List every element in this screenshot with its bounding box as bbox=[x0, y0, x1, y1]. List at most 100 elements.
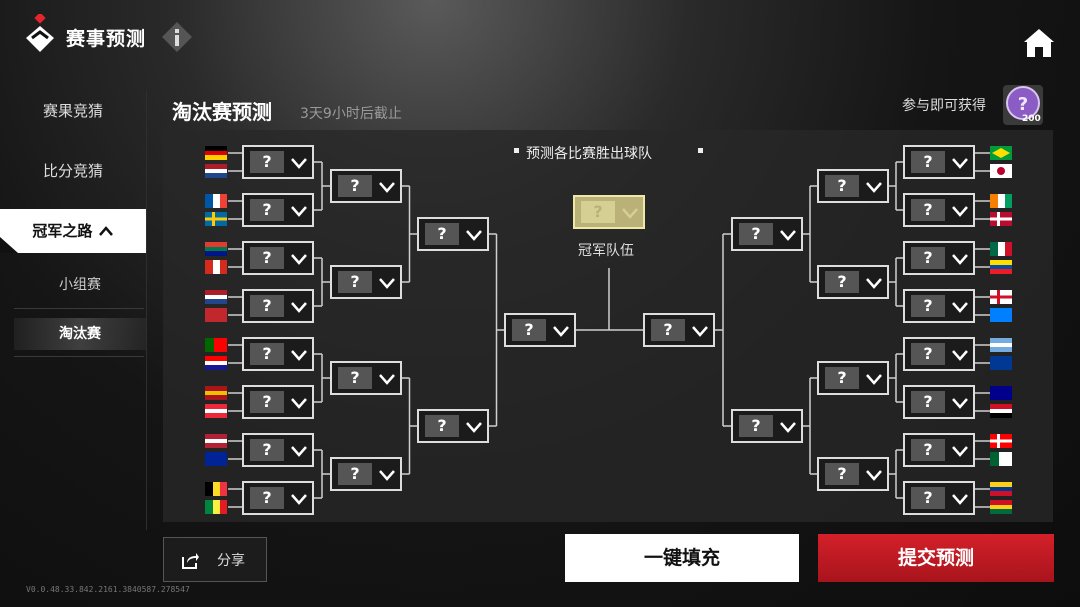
submit-prediction-button[interactable]: 提交预测 bbox=[818, 534, 1054, 582]
pick-qf-right-2[interactable]: ? bbox=[817, 265, 889, 299]
switzerland-flag bbox=[990, 434, 1012, 448]
placeholder-mark: ? bbox=[911, 391, 945, 413]
placeholder-mark: ? bbox=[911, 343, 945, 365]
chevron-down-icon bbox=[780, 230, 796, 241]
champion-label: 冠军队伍 bbox=[578, 243, 634, 259]
pick-qf-right-1[interactable]: ? bbox=[817, 169, 889, 203]
south-africa-flag bbox=[205, 242, 227, 256]
ecuador-flag bbox=[990, 260, 1012, 274]
pick-r16-right-4[interactable]: ? bbox=[903, 289, 975, 323]
sidebar-subitem-knockout[interactable]: 淘汰赛 bbox=[14, 318, 146, 350]
pick-r16-right-5[interactable]: ? bbox=[903, 337, 975, 371]
sidebar-item-score[interactable]: 比分竞猜 bbox=[42, 162, 103, 180]
sidebar-item-results[interactable]: 赛果竞猜 bbox=[42, 102, 103, 120]
bosnia-flag bbox=[205, 452, 227, 466]
chevron-down-icon bbox=[379, 470, 395, 481]
chevron-down-icon bbox=[291, 206, 307, 217]
chevron-down-icon bbox=[291, 302, 307, 313]
version-text: V0.0.48.33.842.2161.3840587.278547 bbox=[26, 585, 190, 594]
belgium-flag bbox=[205, 482, 227, 496]
sidebar-item-label: 冠军之路 bbox=[32, 222, 93, 240]
chevron-down-icon bbox=[291, 158, 307, 169]
sidebar-item-champion-road[interactable]: 冠军之路 bbox=[0, 209, 146, 253]
pick-sf-right-1[interactable]: ? bbox=[731, 217, 803, 251]
placeholder-mark: ? bbox=[250, 295, 284, 317]
chevron-down-icon bbox=[952, 398, 968, 409]
placeholder-mark: ? bbox=[651, 319, 685, 341]
ghana-flag bbox=[990, 500, 1012, 514]
pick-sf-left-1[interactable]: ? bbox=[417, 217, 489, 251]
pick-final-left[interactable]: ? bbox=[504, 313, 576, 347]
home-icon[interactable] bbox=[1022, 26, 1056, 60]
info-icon[interactable] bbox=[160, 20, 194, 54]
pick-r16-left-2[interactable]: ? bbox=[242, 193, 314, 227]
placeholder-mark: ? bbox=[250, 391, 284, 413]
pick-r16-left-6[interactable]: ? bbox=[242, 385, 314, 419]
pick-sf-right-2[interactable]: ? bbox=[731, 409, 803, 443]
pick-r16-right-8[interactable]: ? bbox=[903, 481, 975, 515]
france-flag bbox=[205, 194, 227, 208]
placeholder-mark: ? bbox=[581, 201, 615, 223]
pick-qf-left-4[interactable]: ? bbox=[330, 457, 402, 491]
pick-r16-right-3[interactable]: ? bbox=[903, 241, 975, 275]
norway-flag bbox=[990, 212, 1012, 226]
pick-qf-left-2[interactable]: ? bbox=[330, 265, 402, 299]
placeholder-mark: ? bbox=[911, 487, 945, 509]
pick-r16-left-7[interactable]: ? bbox=[242, 433, 314, 467]
pick-sf-left-2[interactable]: ? bbox=[417, 409, 489, 443]
active-corner-icon bbox=[0, 237, 18, 253]
netherlands-flag bbox=[205, 164, 227, 178]
sidebar-subitem-group-stage[interactable]: 小组赛 bbox=[59, 277, 101, 293]
pick-r16-right-6[interactable]: ? bbox=[903, 385, 975, 419]
chevron-down-icon bbox=[622, 208, 638, 219]
pick-r16-right-1[interactable]: ? bbox=[903, 145, 975, 179]
placeholder-mark: ? bbox=[825, 271, 859, 293]
pick-qf-left-1[interactable]: ? bbox=[330, 169, 402, 203]
bullet-icon bbox=[698, 148, 703, 153]
placeholder-mark: ? bbox=[825, 175, 859, 197]
svg-text:?: ? bbox=[1018, 94, 1028, 115]
spain-flag bbox=[205, 386, 227, 400]
portugal-flag bbox=[205, 338, 227, 352]
argentina-flag bbox=[990, 338, 1012, 352]
share-button[interactable] bbox=[163, 537, 267, 582]
england-flag bbox=[990, 290, 1012, 304]
pick-r16-right-2[interactable]: ? bbox=[903, 193, 975, 227]
chevron-down-icon bbox=[952, 254, 968, 265]
placeholder-mark: ? bbox=[338, 271, 372, 293]
pick-r16-left-4[interactable]: ? bbox=[242, 289, 314, 323]
pick-r16-left-3[interactable]: ? bbox=[242, 241, 314, 275]
pick-r16-left-1[interactable]: ? bbox=[242, 145, 314, 179]
usa-flag bbox=[205, 434, 227, 448]
placeholder-mark: ? bbox=[425, 223, 459, 245]
chevron-down-icon bbox=[291, 494, 307, 505]
germany-flag bbox=[205, 146, 227, 160]
pick-r16-left-8[interactable]: ? bbox=[242, 481, 314, 515]
reward-count: 200 bbox=[1022, 114, 1041, 124]
placeholder-mark: ? bbox=[911, 199, 945, 221]
pick-champion[interactable]: ? bbox=[573, 195, 645, 229]
chevron-down-icon bbox=[553, 326, 569, 337]
chevron-down-icon bbox=[866, 470, 882, 481]
australia-flag bbox=[990, 386, 1012, 400]
cape-verde-flag bbox=[990, 356, 1012, 370]
algeria-flag bbox=[990, 452, 1012, 466]
pick-r16-left-5[interactable]: ? bbox=[242, 337, 314, 371]
chevron-down-icon bbox=[379, 278, 395, 289]
pick-qf-right-3[interactable]: ? bbox=[817, 361, 889, 395]
placeholder-mark: ? bbox=[739, 223, 773, 245]
app-logo-icon bbox=[26, 14, 54, 52]
pick-final-right[interactable]: ? bbox=[643, 313, 715, 347]
placeholder-mark: ? bbox=[250, 439, 284, 461]
pick-r16-right-7[interactable]: ? bbox=[903, 433, 975, 467]
chevron-down-icon bbox=[692, 326, 708, 337]
pick-qf-right-4[interactable]: ? bbox=[817, 457, 889, 491]
placeholder-mark: ? bbox=[739, 415, 773, 437]
pick-qf-left-3[interactable]: ? bbox=[330, 361, 402, 395]
placeholder-mark: ? bbox=[825, 463, 859, 485]
app-title: 赛事预测 bbox=[66, 28, 147, 50]
autofill-button[interactable]: 一键填充 bbox=[565, 534, 799, 582]
chevron-down-icon bbox=[952, 446, 968, 457]
canada-flag bbox=[205, 260, 227, 274]
chevron-down-icon bbox=[780, 422, 796, 433]
